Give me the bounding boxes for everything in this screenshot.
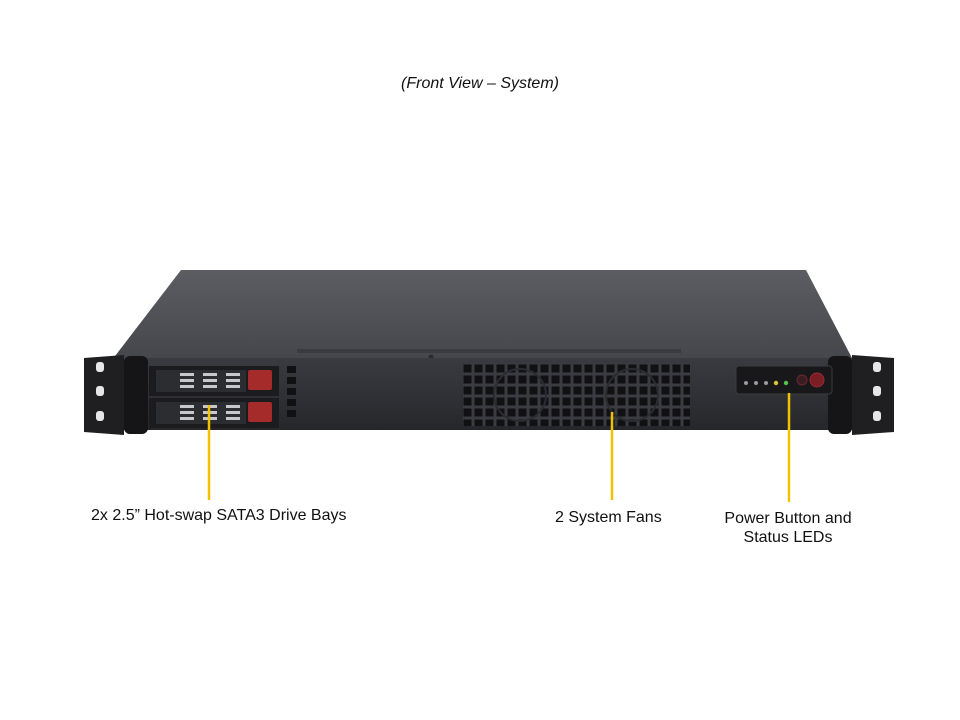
status-led-4 — [773, 380, 779, 386]
label-power-line1: Power Button and — [724, 510, 852, 527]
reset-button[interactable] — [796, 374, 808, 386]
fan-right — [605, 368, 659, 422]
label-drive-bays: 2x 2.5” Hot-swap SATA3 Drive Bays — [91, 507, 347, 524]
status-led-3 — [764, 381, 768, 385]
drive-bay-2[interactable] — [149, 398, 279, 428]
status-led-2 — [754, 381, 758, 385]
drive-bay-1[interactable] — [149, 366, 279, 396]
diagram-caption: (Front View – System) — [401, 75, 559, 92]
label-power-line2: Status LEDs — [743, 529, 833, 546]
status-led-1 — [744, 381, 748, 385]
chassis-top — [112, 270, 853, 360]
power-button[interactable] — [809, 372, 825, 388]
label-power-leds: Power Button and Status LEDs — [708, 509, 868, 547]
fan-grille — [463, 364, 690, 426]
drive-latch-2[interactable] — [248, 402, 272, 422]
side-vents — [287, 366, 296, 417]
fan-left — [493, 368, 547, 422]
status-led-5 — [783, 380, 789, 386]
control-panel — [735, 365, 833, 395]
rack-ear-right — [828, 355, 894, 435]
rack-ear-left — [84, 355, 148, 435]
drive-latch-1[interactable] — [248, 370, 272, 390]
top-seam — [297, 349, 681, 353]
label-system-fans: 2 System Fans — [555, 509, 662, 526]
